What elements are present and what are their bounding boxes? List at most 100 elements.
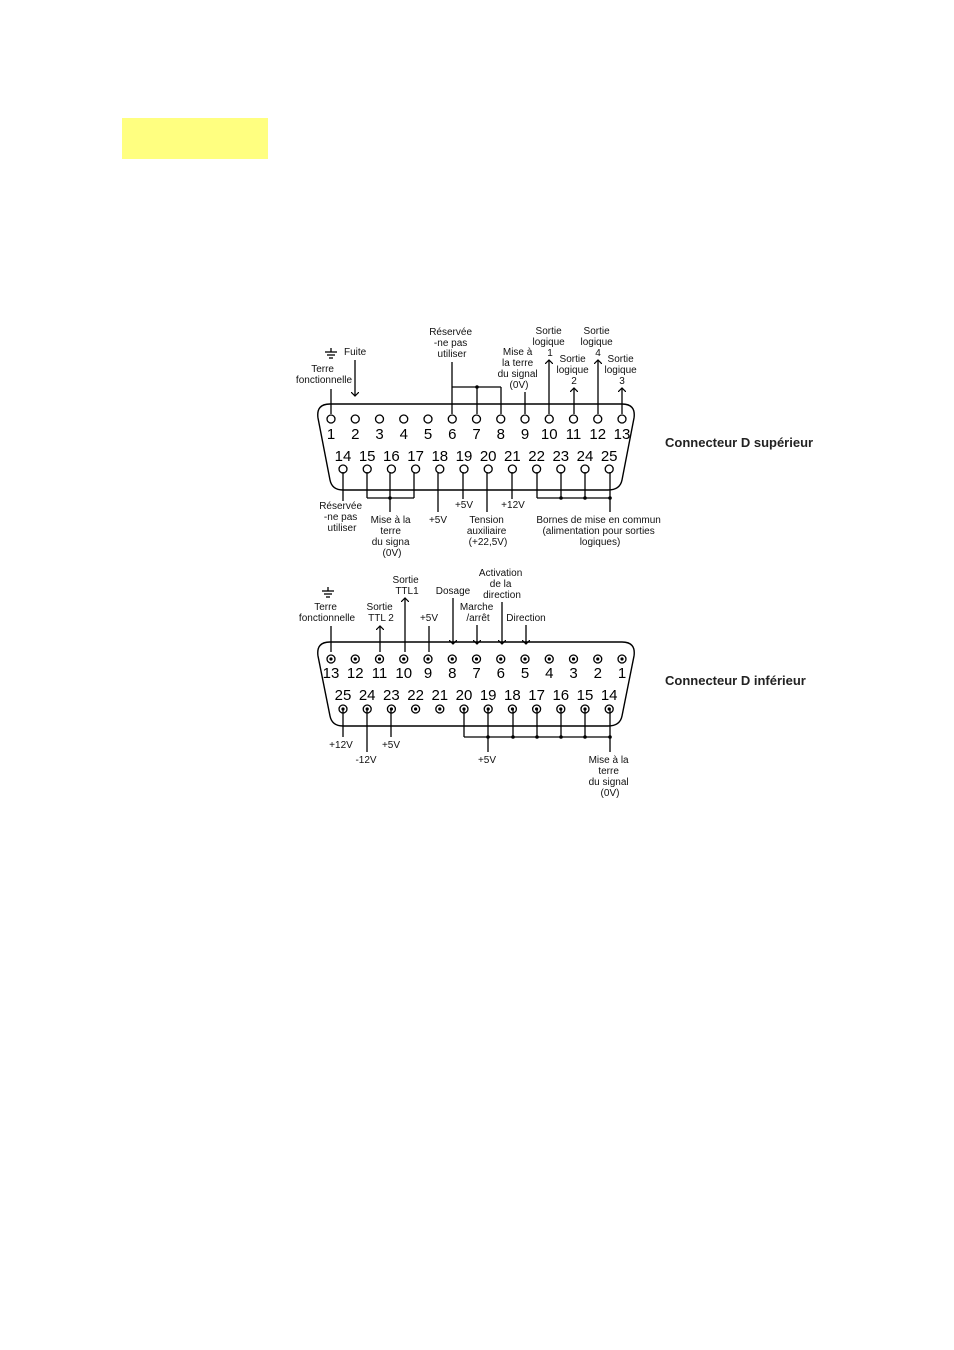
pin-center-21 — [438, 707, 442, 711]
pin-number-6: 6 — [448, 426, 456, 443]
pin-number-22: 22 — [528, 448, 545, 465]
pin-number-10: 10 — [395, 665, 412, 682]
pin-8 — [496, 414, 506, 424]
pin-center-2 — [596, 657, 600, 661]
label-fuite: Fuite — [344, 347, 367, 358]
pin-number-20: 20 — [456, 687, 473, 704]
pin-number-11: 11 — [372, 665, 388, 682]
pin-23 — [556, 464, 566, 474]
pin-number-3: 3 — [569, 665, 577, 682]
pin-13 — [617, 414, 627, 424]
pin-center-9 — [426, 657, 430, 661]
label-plus12v: +12V — [501, 500, 525, 511]
pin-16 — [386, 464, 397, 474]
pin-number-12: 12 — [347, 665, 364, 682]
pin-number-15: 15 — [577, 687, 594, 704]
label-sortie-logique-3: Sortie logique 3 — [604, 354, 639, 387]
pin-number-9: 9 — [424, 665, 432, 682]
pin-number-17: 17 — [407, 448, 424, 465]
label-minus12v: -12V — [355, 755, 376, 766]
pin-number-7: 7 — [472, 665, 480, 682]
pin-15 — [362, 464, 372, 474]
pin-20 — [483, 464, 493, 474]
pin-7 — [471, 414, 482, 424]
label-tension-auxiliaire: Tension auxiliaire (+22,5V) — [467, 515, 509, 548]
label-sortie-ttl1: Sortie TTL1 — [393, 575, 422, 597]
pin-number-16: 16 — [383, 448, 400, 465]
pin-center-7 — [474, 657, 479, 661]
pin-center-11 — [377, 657, 382, 661]
pin-number-17: 17 — [528, 687, 545, 704]
pin-center-1 — [620, 657, 624, 661]
pin-number-21: 21 — [504, 448, 521, 465]
pin-number-5: 5 — [424, 426, 432, 443]
pin-5 — [423, 414, 433, 424]
pin-number-24: 24 — [359, 687, 376, 704]
label-reservee-bottom: Réservée -ne pas utiliser — [319, 501, 365, 534]
pin-number-11: 11 — [566, 426, 582, 443]
label-plus5v-lower-b: +5V — [478, 755, 496, 766]
label-terre-fonctionnelle-lower: Terre fonctionnelle — [299, 602, 356, 624]
pin-17 — [410, 464, 421, 474]
label-plus5v-lower-a: +5V — [382, 740, 400, 751]
pin-number-15: 15 — [359, 448, 376, 465]
pin-center-6 — [499, 657, 503, 661]
pin-number-1: 1 — [618, 665, 626, 682]
pin-number-25: 25 — [601, 448, 618, 465]
lower-connector-title: Connecteur D inférieur — [665, 673, 806, 688]
label-plus5v-top-lower: +5V — [420, 613, 438, 624]
pin-center-4 — [547, 657, 551, 661]
pin-number-4: 4 — [545, 665, 553, 682]
pin-18 — [435, 464, 445, 474]
pin-number-19: 19 — [456, 448, 473, 465]
pin-center-10 — [402, 657, 406, 661]
pin-number-2: 2 — [594, 665, 602, 682]
pin-3 — [374, 414, 385, 424]
pin-number-8: 8 — [497, 426, 505, 443]
label-bornes-commun: Bornes de mise en commun (alimentation p… — [536, 515, 663, 548]
pin-number-12: 12 — [589, 426, 606, 443]
label-plus12v-lower: +12V — [329, 740, 353, 751]
pin-number-14: 14 — [335, 448, 352, 465]
label-plus5v-b: +5V — [455, 500, 473, 511]
label-reservee-top: Réservée -ne pas utiliser — [429, 327, 475, 360]
label-dosage: Dosage — [436, 586, 471, 597]
label-marche-arret: Marche /arrêt — [460, 602, 496, 624]
pin-number-9: 9 — [521, 426, 529, 443]
upper-connector-title: Connecteur D supérieur — [665, 435, 813, 450]
pin-number-5: 5 — [521, 665, 529, 682]
pin-number-23: 23 — [383, 687, 400, 704]
pin-center-3 — [571, 657, 576, 661]
pin-number-1: 1 — [327, 426, 335, 443]
pin-2 — [350, 414, 360, 424]
label-mise-terre-signal: Mise à la terre du signal (0V) — [498, 347, 541, 391]
pin-number-8: 8 — [448, 665, 456, 682]
label-sortie-ttl2: Sortie TTL 2 — [367, 602, 396, 624]
pin-number-20: 20 — [480, 448, 497, 465]
pin-11 — [568, 414, 579, 424]
pin-number-16: 16 — [552, 687, 569, 704]
pin-number-4: 4 — [400, 426, 408, 443]
pin-4 — [399, 414, 409, 424]
label-mise-terre-signal-lower: Mise à la terre du signal (0V) — [589, 755, 632, 799]
pin-number-25: 25 — [335, 687, 352, 704]
label-sortie-logique-2: Sortie logique 2 — [556, 354, 591, 387]
pin-number-7: 7 — [472, 426, 480, 443]
label-mise-terre-0v: Mise à la terre du signa (0V) — [371, 515, 414, 559]
pin-center-12 — [353, 657, 357, 661]
pin-center-5 — [523, 657, 527, 661]
pin-number-3: 3 — [375, 426, 383, 443]
pin-center-22 — [414, 707, 418, 711]
pin-number-6: 6 — [497, 665, 505, 682]
pin-number-10: 10 — [541, 426, 558, 443]
pin-22 — [531, 464, 542, 474]
pin-number-14: 14 — [601, 687, 618, 704]
label-activation-direction: Activation de la direction — [479, 568, 525, 601]
label-terre-fonctionnelle: Terre fonctionnelle — [296, 364, 353, 386]
pin-24 — [580, 464, 590, 474]
pin-center-13 — [329, 657, 333, 661]
pin-10 — [544, 414, 554, 424]
